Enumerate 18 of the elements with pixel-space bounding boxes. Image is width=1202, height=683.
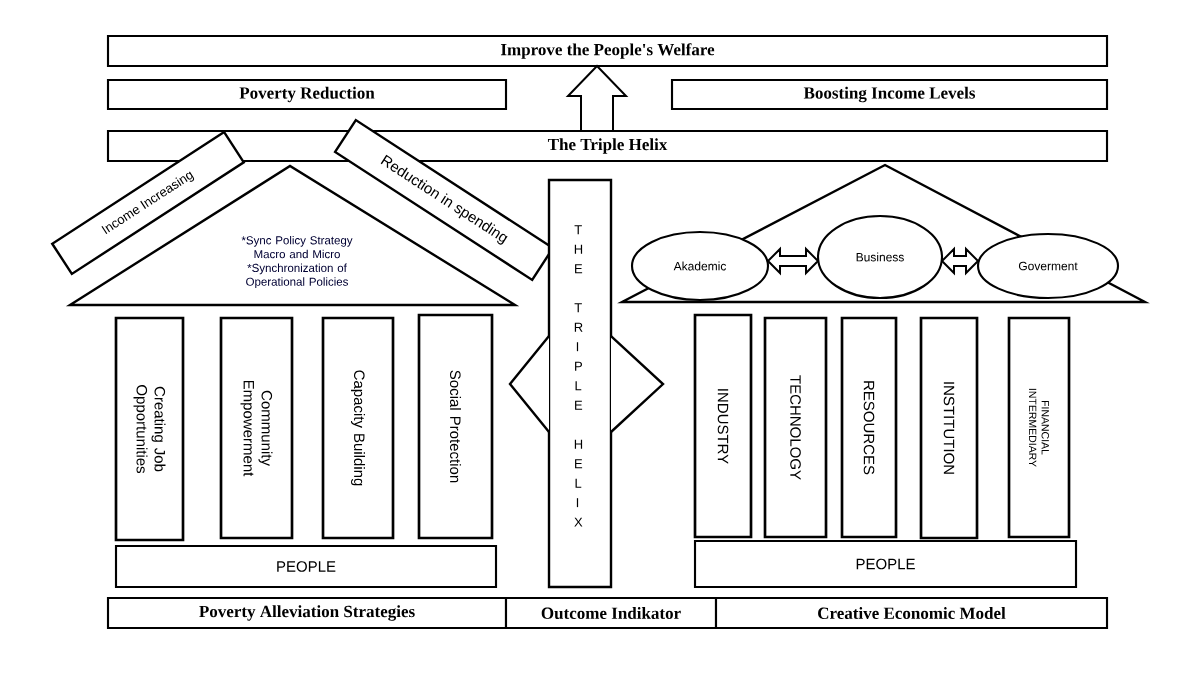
- block-arrow: [565, 64, 629, 132]
- pillar-box: FINANCIAL INTERMEDIARY: [1007, 316, 1071, 539]
- base-box: PEOPLE: [693, 539, 1078, 589]
- title-box: Improve the People's Welfare: [106, 34, 1109, 68]
- footer-box: Outcome Indikator: [504, 596, 718, 630]
- pillar-box: INDUSTRY: [693, 313, 753, 539]
- pillar-box: Community Empowerment: [219, 316, 294, 540]
- base-box: PEOPLE: [114, 544, 498, 589]
- pillar-box: TECHNOLOGY: [763, 316, 828, 539]
- pillar-box: RESOURCES: [840, 316, 898, 539]
- pillar-box: Social Protection: [417, 313, 494, 540]
- footer-box: Creative Economic Model: [714, 596, 1109, 630]
- pillar-box: Capacity Building: [321, 316, 395, 540]
- heading-box: Poverty Reduction: [106, 78, 508, 111]
- pillar-box: Creating Job Opportunities: [114, 316, 185, 542]
- footer-box: Poverty Alleviation Strategies: [106, 596, 508, 630]
- pillar-box: INSTITUTION: [919, 316, 979, 540]
- heading-box: Boosting Income Levels: [670, 78, 1109, 111]
